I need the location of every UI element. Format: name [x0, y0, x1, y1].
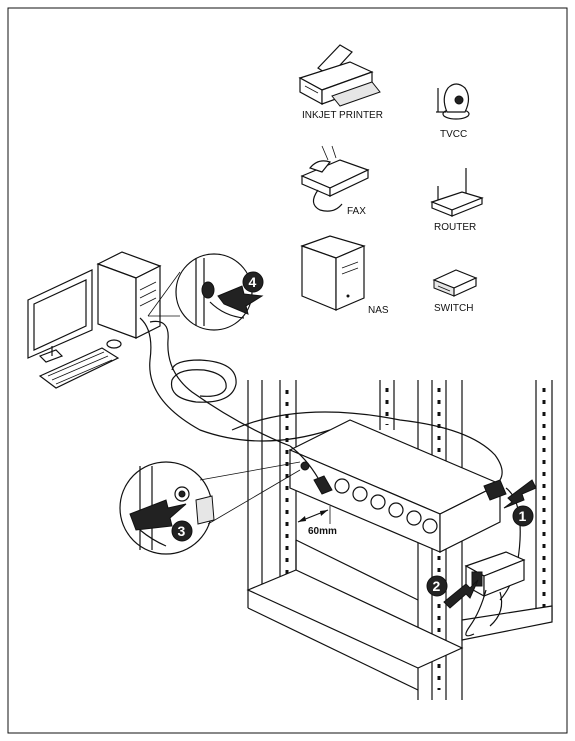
step3-arrow	[129, 499, 187, 531]
power-cable-pc	[149, 320, 291, 447]
step-number-2: 2	[433, 578, 441, 594]
signal-cable-top	[231, 411, 503, 481]
step-badge-1	[512, 505, 534, 527]
switch-icon	[432, 269, 478, 297]
switch-label: SWITCH	[434, 303, 473, 314]
pdu-sockets	[334, 478, 438, 534]
step-badge-4	[242, 271, 264, 293]
step1-arrow	[503, 479, 537, 509]
step-number-4: 4	[249, 274, 257, 290]
inkjet-printer-icon	[298, 44, 381, 107]
step3-detail	[119, 461, 215, 555]
server-rack	[246, 380, 553, 700]
step4-arrow	[217, 285, 264, 315]
step-number-1: 1	[519, 508, 527, 524]
nas-label: NAS	[368, 305, 389, 316]
router-label: ROUTER	[434, 222, 476, 233]
network-cable	[139, 317, 331, 442]
mouse-icon	[106, 339, 122, 349]
fax-label: FAX	[347, 206, 366, 217]
step-badge-3	[171, 520, 193, 542]
fax-icon	[300, 145, 370, 212]
step-badge-2	[426, 575, 448, 597]
pc-tower-icon	[96, 251, 162, 339]
diagram-frame	[7, 7, 568, 734]
step-number-3: 3	[178, 523, 186, 539]
step2-arrow	[443, 579, 479, 609]
pdu-unit	[288, 419, 502, 553]
power-inlet	[464, 551, 526, 598]
power-plug-right	[483, 479, 507, 501]
pdu-plug	[313, 475, 333, 495]
keyboard-icon	[38, 347, 120, 389]
monitor-icon	[27, 269, 93, 363]
nas-icon	[300, 235, 366, 311]
inkjet-printer-label: INKJET PRINTER	[302, 110, 383, 121]
dimension-label: 60mm	[308, 526, 337, 537]
step4-detail	[175, 253, 264, 331]
tvcc-label: TVCC	[440, 129, 467, 140]
network-cable-coil	[170, 359, 237, 403]
dimension-60mm	[295, 506, 331, 540]
tvcc-camera-icon	[436, 83, 470, 120]
router-icon	[430, 168, 484, 217]
